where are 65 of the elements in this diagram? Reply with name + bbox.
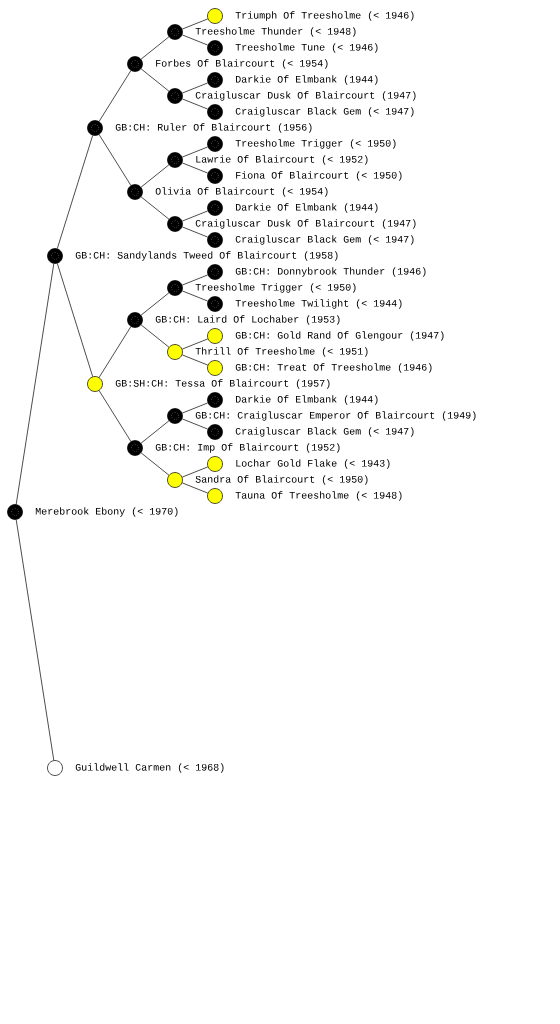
name-label: GB:CH: Ruler Of Blaircourt (1956) xyxy=(115,123,312,133)
connector-line xyxy=(181,34,209,46)
name-label: Treesholme Tune (< 1946) xyxy=(235,43,378,53)
name-label: Sandra Of Blaircourt (< 1950) xyxy=(195,475,368,485)
connector-line xyxy=(181,354,209,366)
name-label: GB:CH: Sandylands Tweed Of Blaircourt (1958) xyxy=(75,251,338,261)
connector-line xyxy=(140,292,170,316)
connector-line xyxy=(15,263,55,505)
connector-line xyxy=(181,210,209,222)
connector-line xyxy=(181,226,209,238)
name-label: Triumph Of Treesholme (< 1946) xyxy=(235,11,414,21)
connector-line xyxy=(181,274,209,286)
connector-line xyxy=(181,18,209,30)
name-label: GB:CH: Craigluscar Emperor Of Blaircourt (1949) xyxy=(195,411,476,421)
connector-line xyxy=(98,70,132,122)
connector-line xyxy=(181,338,209,350)
name-label: Craigluscar Black Gem (< 1947) xyxy=(235,427,414,437)
connector-line xyxy=(181,402,209,414)
connector-line xyxy=(140,324,170,348)
connector-line xyxy=(181,290,209,302)
name-label: GB:SH:CH: Tessa Of Blaircourt (1957) xyxy=(115,379,330,389)
name-label: GB:CH: Laird Of Lochaber (1953) xyxy=(155,315,340,325)
name-label: Craigluscar Dusk Of Blaircourt (1947) xyxy=(195,219,416,229)
name-label: GB:CH: Gold Rand Of Glengour (1947) xyxy=(235,331,444,341)
connector-line xyxy=(140,36,170,60)
name-label: GB:CH: Imp Of Blaircourt (1952) xyxy=(155,443,340,453)
name-label: Thrill Of Treesholme (< 1951) xyxy=(195,347,368,357)
name-label: Tauna Of Treesholme (< 1948) xyxy=(235,491,402,501)
connector-line xyxy=(181,98,209,110)
name-label: Fiona Of Blaircourt (< 1950) xyxy=(236,171,402,181)
name-label: Treesholme Trigger (< 1950) xyxy=(195,283,356,293)
name-label: Lawrie Of Blaircourt (< 1952) xyxy=(196,155,368,165)
name-label: Forbes Of Blaircourt (< 1954) xyxy=(156,59,328,69)
connector-line xyxy=(140,452,170,476)
name-label: Treesholme Trigger (< 1950) xyxy=(235,139,396,149)
name-label: Merebrook Ebony (< 1970) xyxy=(35,507,178,517)
connector-line xyxy=(15,519,55,761)
connector-line xyxy=(57,135,93,249)
name-label: Craigluscar Black Gem (< 1947) xyxy=(235,107,414,117)
name-label: Lochar Gold Flake (< 1943) xyxy=(236,459,390,469)
name-label: Treesholme Twilight (< 1944) xyxy=(235,299,402,309)
name-label: Olivia Of Blaircourt (< 1954) xyxy=(155,187,328,197)
name-label: Treesholme Thunder (< 1948) xyxy=(195,27,356,37)
connector-line xyxy=(181,82,209,94)
name-label: Craigluscar Dusk Of Blaircourt (1947) xyxy=(195,91,416,101)
connector-line xyxy=(98,134,132,186)
connector-line xyxy=(57,263,93,377)
connector-line xyxy=(140,164,170,188)
connector-line xyxy=(181,162,209,174)
name-label: GB:CH: Treat Of Treesholme (1946) xyxy=(235,363,432,373)
connector-line xyxy=(140,68,170,92)
name-label: Guildwell Carmen (< 1968) xyxy=(75,763,224,773)
name-label: Darkie Of Elmbank (1944) xyxy=(236,203,378,213)
connector-line xyxy=(181,482,209,494)
connector-line xyxy=(181,418,209,430)
connector-line xyxy=(98,326,132,378)
name-label: Craigluscar Black Gem (< 1947) xyxy=(235,235,414,245)
name-label: Darkie Of Elmbank (1944) xyxy=(236,395,378,405)
connector-line xyxy=(98,390,132,442)
connector-line xyxy=(140,196,170,220)
connector-line xyxy=(181,466,209,478)
name-label: Darkie Of Elmbank (1944) xyxy=(236,75,378,85)
connector-line xyxy=(181,146,209,158)
name-label: GB:CH: Donnybrook Thunder (1946) xyxy=(235,267,426,277)
connector-line xyxy=(140,420,170,444)
